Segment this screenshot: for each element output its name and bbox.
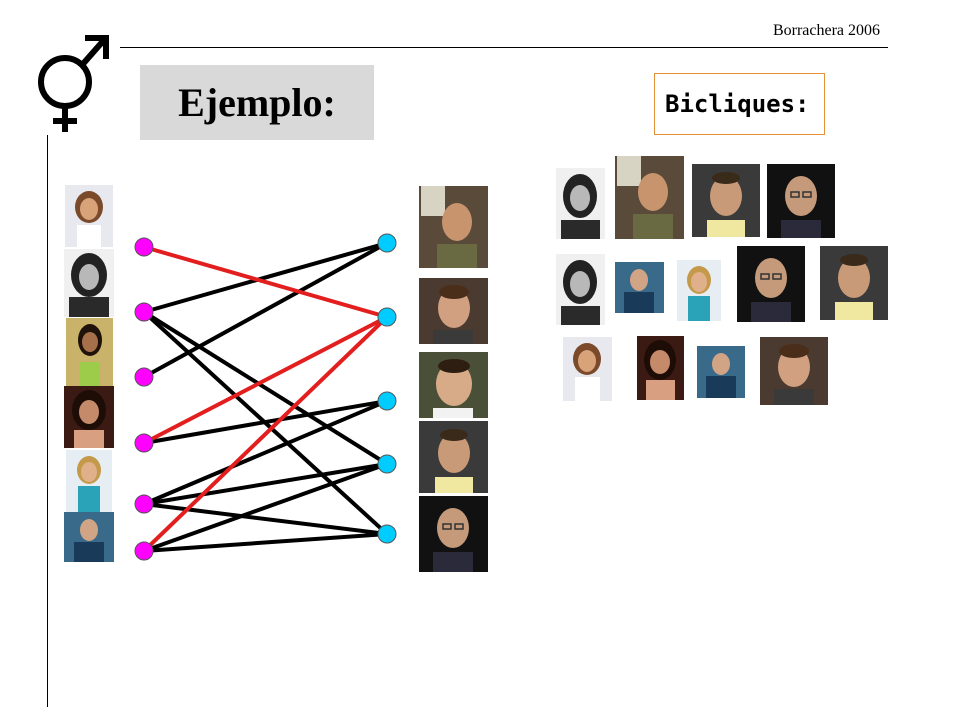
highlighted-edge-0-1 [143, 245, 388, 319]
woman-portrait-1 [65, 185, 113, 247]
biclique-3-woman-2 [637, 336, 684, 400]
biclique-3-woman-3 [697, 346, 745, 398]
woman-portrait-4 [64, 386, 114, 448]
highlighted-edge-5-1 [142, 315, 389, 553]
left-node-3 [134, 367, 154, 387]
biclique-2-woman-2 [615, 262, 664, 313]
man-portrait-2 [419, 278, 488, 344]
man-portrait-4 [419, 421, 488, 493]
right-node-5 [377, 524, 397, 544]
right-node-2 [377, 307, 397, 327]
biclique-1-man-2 [692, 164, 760, 237]
bicliques-label: Bicliques: [654, 73, 825, 135]
header-credit: Borrachera 2006 [772, 22, 880, 39]
left-node-2 [134, 302, 154, 322]
right-node-3 [377, 391, 397, 411]
left-node-6 [134, 541, 154, 561]
biclique-1-woman [556, 168, 605, 239]
edge-3-2 [143, 399, 388, 445]
header-divider [120, 47, 888, 48]
edge-1-0 [143, 241, 388, 314]
edge-5-4 [143, 532, 388, 553]
man-portrait-5 [419, 496, 488, 572]
biclique-3-woman-1 [563, 337, 612, 401]
woman-portrait-3 [66, 318, 113, 386]
woman-portrait-6 [64, 512, 114, 562]
right-node-1 [377, 233, 397, 253]
biclique-3-man-1 [760, 337, 828, 405]
biclique-2-woman-1 [556, 254, 605, 325]
man-portrait-1 [419, 186, 488, 268]
edge-5-3 [143, 462, 388, 553]
left-node-5 [134, 494, 154, 514]
edge-2-0 [143, 241, 388, 379]
left-node-4 [134, 433, 154, 453]
edge-1-3 [142, 310, 389, 466]
gender-symbol-icon [38, 35, 109, 132]
left-node-1 [134, 237, 154, 257]
woman-portrait-5 [66, 450, 112, 512]
biclique-1-man-3 [767, 164, 835, 238]
woman-portrait-2 [64, 249, 114, 317]
edge-4-3 [143, 462, 388, 506]
right-node-4 [377, 454, 397, 474]
edge-4-2 [143, 399, 388, 506]
biclique-2-man-2 [820, 246, 888, 320]
edge-4-4 [143, 502, 388, 536]
biclique-1-man-1 [615, 156, 684, 239]
man-portrait-3 [419, 352, 488, 418]
biclique-2-woman-3 [677, 260, 721, 321]
biclique-2-man-1 [737, 246, 805, 322]
page-title: Ejemplo: [140, 65, 374, 140]
side-divider [47, 135, 48, 707]
highlighted-edge-3-1 [143, 315, 388, 445]
